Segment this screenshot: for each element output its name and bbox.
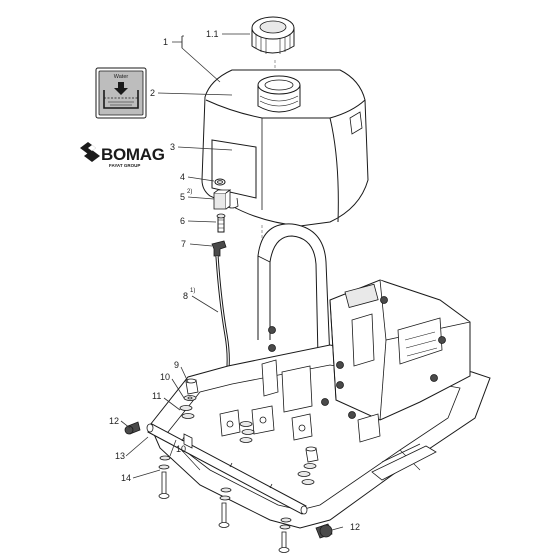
callout-14: 14 bbox=[121, 473, 131, 483]
end-cap-right bbox=[315, 523, 333, 539]
callout-9: 9 bbox=[174, 360, 179, 370]
bomag-logo: BOMAG FAYAT GROUP bbox=[80, 142, 165, 168]
nut-set-left bbox=[179, 378, 199, 419]
end-cap-left bbox=[124, 421, 141, 435]
screw-center bbox=[218, 487, 232, 528]
callout-5-footnote: 2) bbox=[187, 189, 192, 195]
callout-7: 7 bbox=[181, 239, 186, 249]
callout-13: 13 bbox=[115, 451, 125, 461]
hose-fitting bbox=[216, 213, 226, 233]
water-tank bbox=[201, 69, 369, 227]
water-label-text: Water bbox=[114, 74, 129, 80]
tank-valve bbox=[213, 189, 232, 210]
callout-5: 5 bbox=[180, 192, 185, 202]
callout-6: 6 bbox=[180, 216, 185, 226]
nut-set-center bbox=[239, 421, 255, 443]
tank-cap bbox=[251, 16, 295, 54]
screw-left bbox=[158, 455, 171, 499]
callout-10-bottom: 10 bbox=[176, 444, 186, 454]
leader-lines bbox=[120, 33, 344, 531]
callout-12-left: 12 bbox=[109, 416, 119, 426]
brand-subtitle: FAYAT GROUP bbox=[109, 163, 140, 168]
callout-1-1: 1.1 bbox=[206, 29, 219, 39]
callout-12-right: 12 bbox=[350, 522, 360, 532]
callout-1: 1 bbox=[163, 37, 168, 47]
tank-seal bbox=[214, 178, 226, 186]
guide-handle bbox=[257, 223, 331, 361]
screw-right bbox=[278, 517, 292, 553]
water-fill-icon: Water bbox=[95, 67, 147, 119]
callout-10-top: 10 bbox=[160, 372, 170, 382]
callout-numbers: 1 1.1 2 3 4 5 2) 6 7 8 1) 9 10 11 12 13 … bbox=[109, 29, 360, 532]
callout-8: 8 bbox=[183, 291, 188, 301]
callout-2: 2 bbox=[150, 88, 155, 98]
callout-4: 4 bbox=[180, 172, 185, 182]
callout-11: 11 bbox=[152, 391, 161, 401]
spray-bar bbox=[146, 423, 308, 515]
elbow-connector bbox=[211, 240, 227, 257]
callout-3: 3 bbox=[170, 142, 175, 152]
brand-name: BOMAG bbox=[101, 145, 165, 164]
callout-8-footnote: 1) bbox=[190, 288, 195, 294]
vibration-plate-base bbox=[149, 279, 491, 529]
nut-set-right bbox=[297, 446, 319, 485]
